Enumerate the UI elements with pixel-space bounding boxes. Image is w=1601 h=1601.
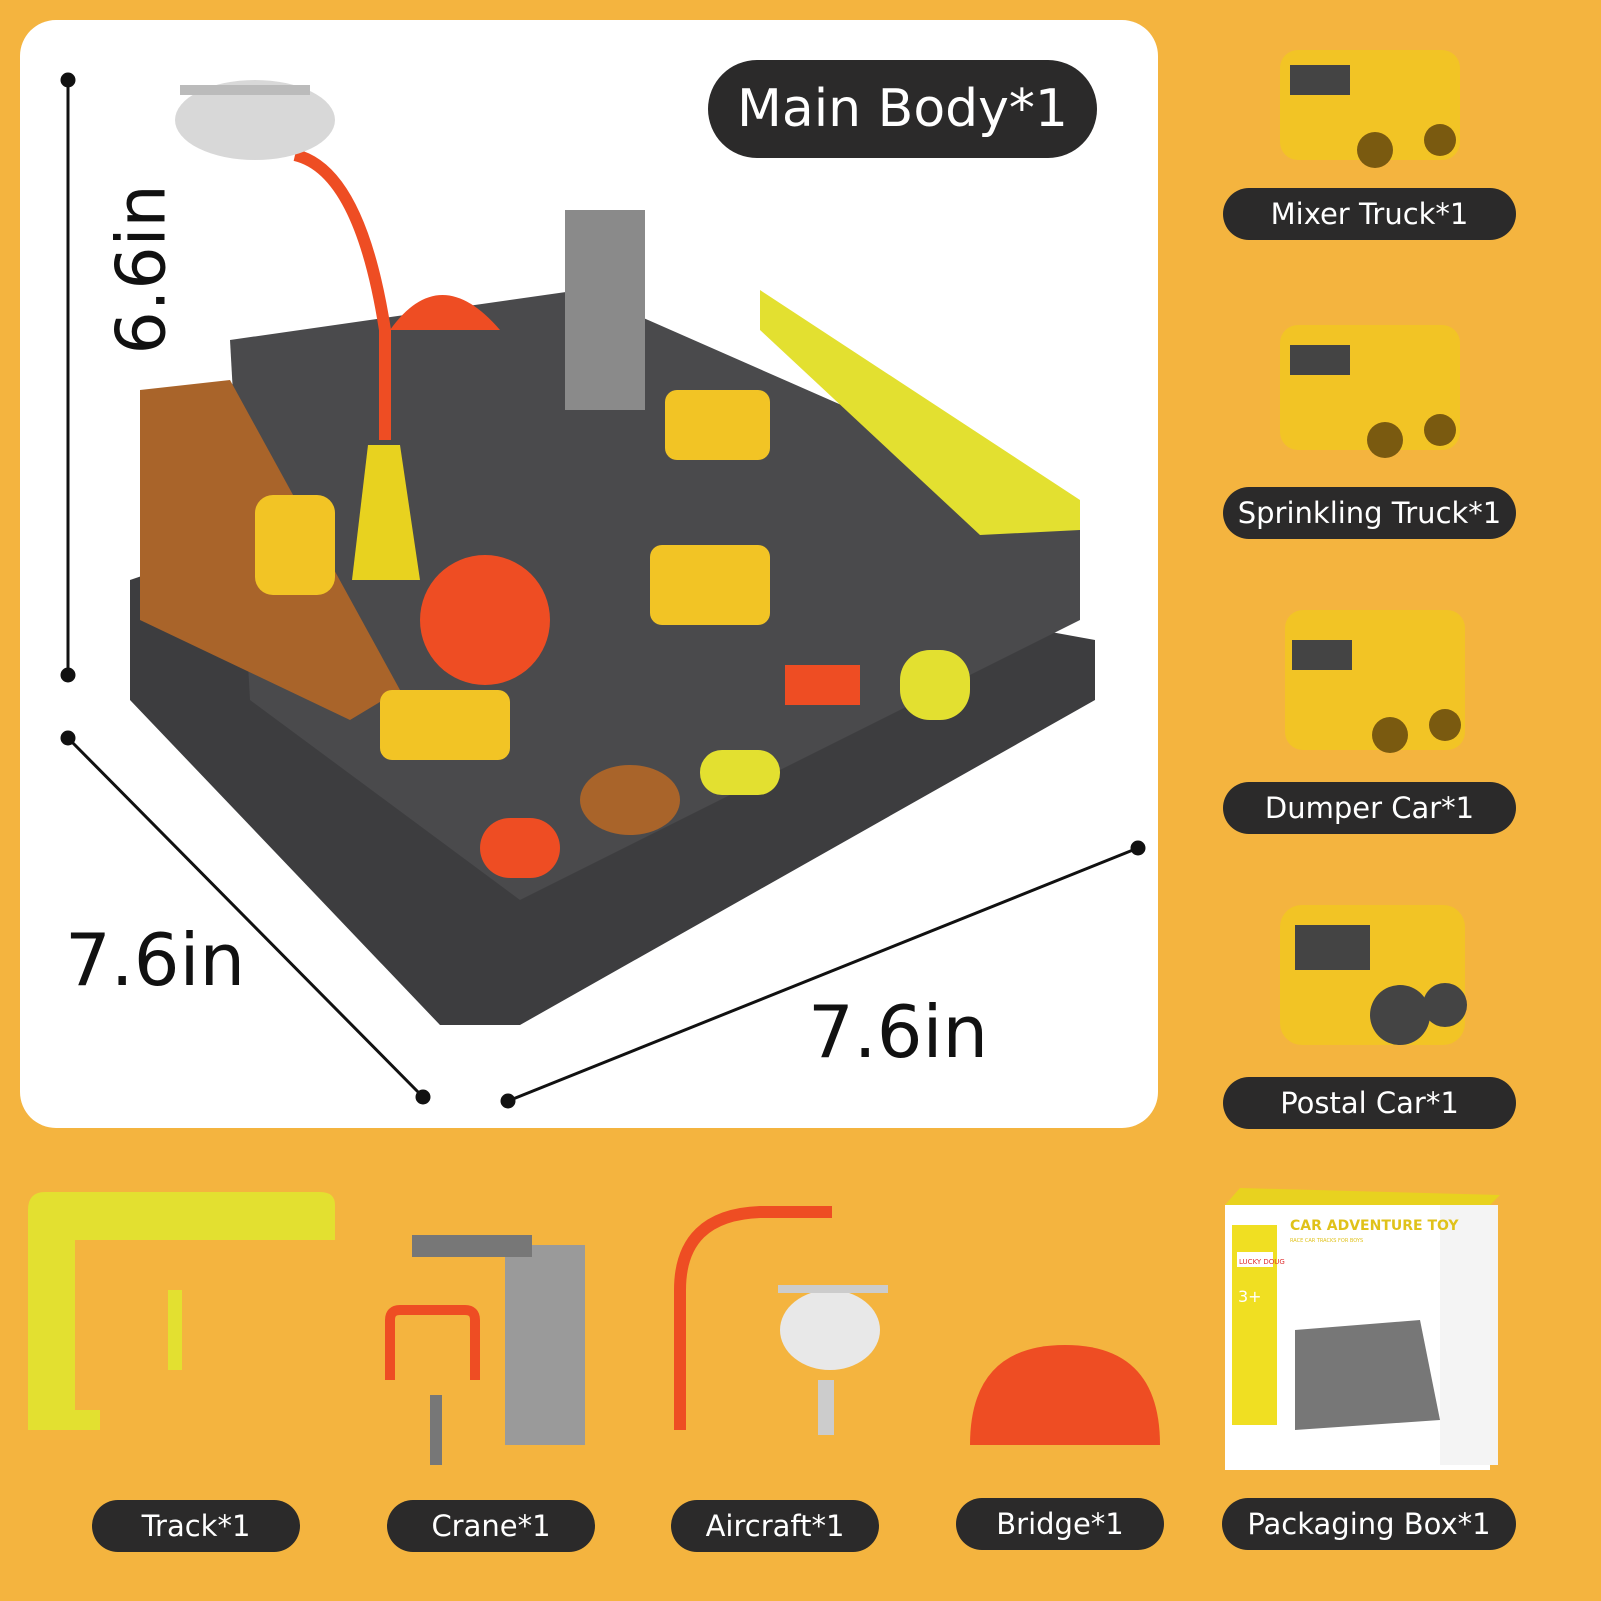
aircraft-track-image <box>674 1206 832 1430</box>
bridge-image <box>970 1345 1160 1445</box>
mixer-truck-image <box>1280 50 1460 168</box>
depth-dimension: 7.6in <box>65 918 246 1002</box>
dumper-car-label: Dumper Car*1 <box>1223 782 1516 834</box>
box-title: CAR ADVENTURE TOY <box>1290 1218 1459 1234</box>
crane-image <box>385 1235 585 1465</box>
main-body-toy <box>130 80 1095 1025</box>
parts-images: CAR ADVENTURE TOY RACE CAR TRACKS FOR BO… <box>28 1188 1500 1470</box>
width-dimension: 7.6in <box>808 990 989 1074</box>
dumper-car-image <box>1285 610 1465 753</box>
box-age: 3+ <box>1238 1287 1262 1306</box>
crane-label: Crane*1 <box>387 1500 595 1552</box>
height-dimension: 6.6in <box>102 184 182 355</box>
vehicle-images <box>1280 50 1467 1045</box>
track-label: Track*1 <box>92 1500 300 1552</box>
postal-car-image <box>1280 905 1467 1045</box>
bridge-label: Bridge*1 <box>956 1498 1164 1550</box>
aircraft-label: Aircraft*1 <box>671 1500 879 1552</box>
postal-car-label: Postal Car*1 <box>1223 1077 1516 1129</box>
main-body-label: Main Body*1 <box>708 60 1097 158</box>
sprinkling-truck-label: Sprinkling Truck*1 <box>1223 487 1516 539</box>
track-image <box>28 1192 335 1430</box>
mixer-truck-label: Mixer Truck*1 <box>1223 188 1516 240</box>
sprinkling-truck-image <box>1280 325 1460 458</box>
aircraft-image <box>778 1285 888 1435</box>
packaging-box-image: CAR ADVENTURE TOY RACE CAR TRACKS FOR BO… <box>1225 1188 1500 1470</box>
dimension-lines <box>60 72 1146 1109</box>
packaging-box-label: Packaging Box*1 <box>1222 1498 1516 1550</box>
box-subtitle: RACE CAR TRACKS FOR BOYS <box>1290 1238 1363 1244</box>
box-brand: LUCKY DOUG <box>1239 1258 1285 1266</box>
